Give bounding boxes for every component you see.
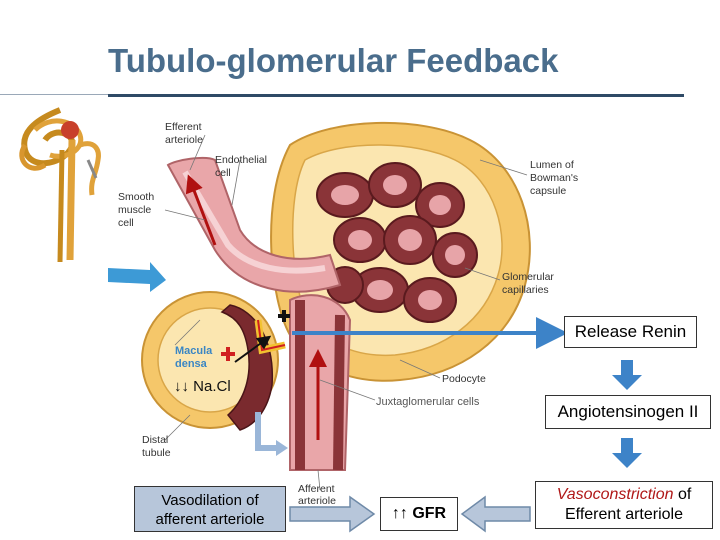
label-podocyte: Podocyte [442,373,486,385]
afferent-arteriole [289,294,352,471]
signal-arrow [234,335,272,363]
efferent-flow-arrow [185,174,217,246]
label-afferent-arteriole: Afferent arteriole [298,483,338,507]
plus-sign-red-icon [221,347,235,361]
angiotensinogen-box: Angiotensinogen II [545,395,711,429]
gfr-box: ↑↑ GFR [380,497,458,531]
distal-tubule [141,291,279,431]
down-arrow-icon [612,360,642,390]
label-smooth-muscle-cell: Smooth muscle cell [118,191,157,229]
label-macula-densa: Macula densa [175,345,215,370]
label-nacl: ↓↓ Na.Cl [174,378,231,395]
vasodilation-line-2: afferent arteriole [155,511,265,528]
right-arrow-icon [289,495,376,533]
title-thin-rule [0,94,108,95]
title-underline [108,94,684,97]
label-distal-tubule: Distal tubule [142,434,171,459]
release-renin-box: Release Renin [564,316,697,348]
label-lumen-bowmans-capsule: Lumen of Bowman's capsule [530,159,581,197]
vasodilation-line-1: Vasodilation of [161,492,259,509]
vasodilation-box: Vasodilation of afferent arteriole [134,486,286,532]
page-title: Tubulo-glomerular Feedback [108,42,559,79]
label-juxtaglomerular-cells: Juxtaglomerular cells [376,396,480,408]
vasoconstriction-word: Vasoconstriction [556,486,674,503]
label-endothelial-cell: Endothelial cell [215,154,270,179]
label-glomerular-capillaries: Glomerular capillaries [502,271,557,296]
left-arrow-icon [460,495,531,533]
efferent-arteriole [166,156,342,293]
down-arrow-icon [612,438,642,468]
vasoconstriction-target: Efferent arteriole [565,506,683,523]
label-efferent-arteriole: Efferent arteriole [165,121,205,146]
vasoconstriction-of: of [673,486,692,503]
pointer-arrow-icon [108,262,166,292]
vasoconstriction-box: Vasoconstriction of Efferent arteriole [535,481,713,529]
plus-sign-icon [278,310,290,322]
nephron-thumbnail-icon [19,107,101,263]
